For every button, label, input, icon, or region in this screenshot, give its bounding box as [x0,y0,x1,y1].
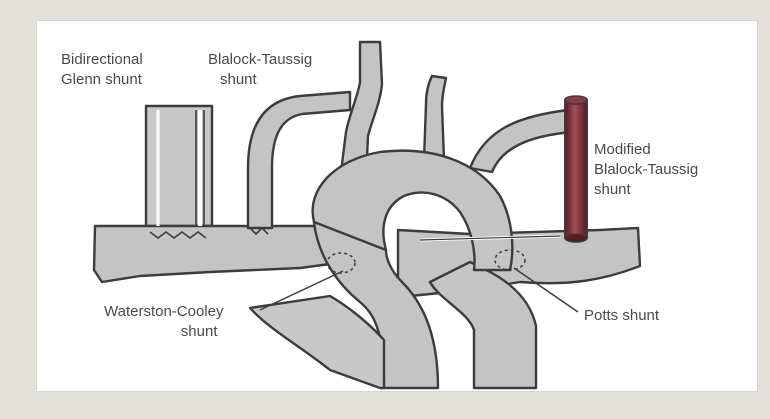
modified-bt-graft [565,96,587,242]
waterston-label-line-1: Waterston-Cooley [104,302,224,322]
waterston-cooley-shunt-label: Waterston-Cooley shunt [104,302,224,342]
superior-vena-cava [146,106,212,226]
potts-shunt-label: Potts shunt [584,306,659,326]
modified-bt-label-line-2: Blalock-Taussig [594,160,698,180]
pulmonary-trunk [250,296,384,388]
bt-label-line-2: shunt [208,70,312,90]
bt-shunt-label: Blalock-Taussig shunt [208,50,312,90]
modified-bt-shunt-label: Modified Blalock-Taussig shunt [594,140,698,200]
pulmonary-artery-left [94,226,345,282]
bt-label-line-1: Blalock-Taussig [208,50,312,70]
left-subclavian-artery [470,110,576,172]
glenn-shunt-label: Bidirectional Glenn shunt [61,50,143,90]
glenn-label-line-1: Bidirectional [61,50,143,70]
left-carotid-artery [424,76,446,160]
modified-bt-label-line-3: shunt [594,180,698,200]
potts-label-line-1: Potts shunt [584,306,659,326]
modified-bt-label-line-1: Modified [594,140,698,160]
glenn-label-line-2: Glenn shunt [61,70,143,90]
waterston-label-line-2: shunt [104,322,224,342]
